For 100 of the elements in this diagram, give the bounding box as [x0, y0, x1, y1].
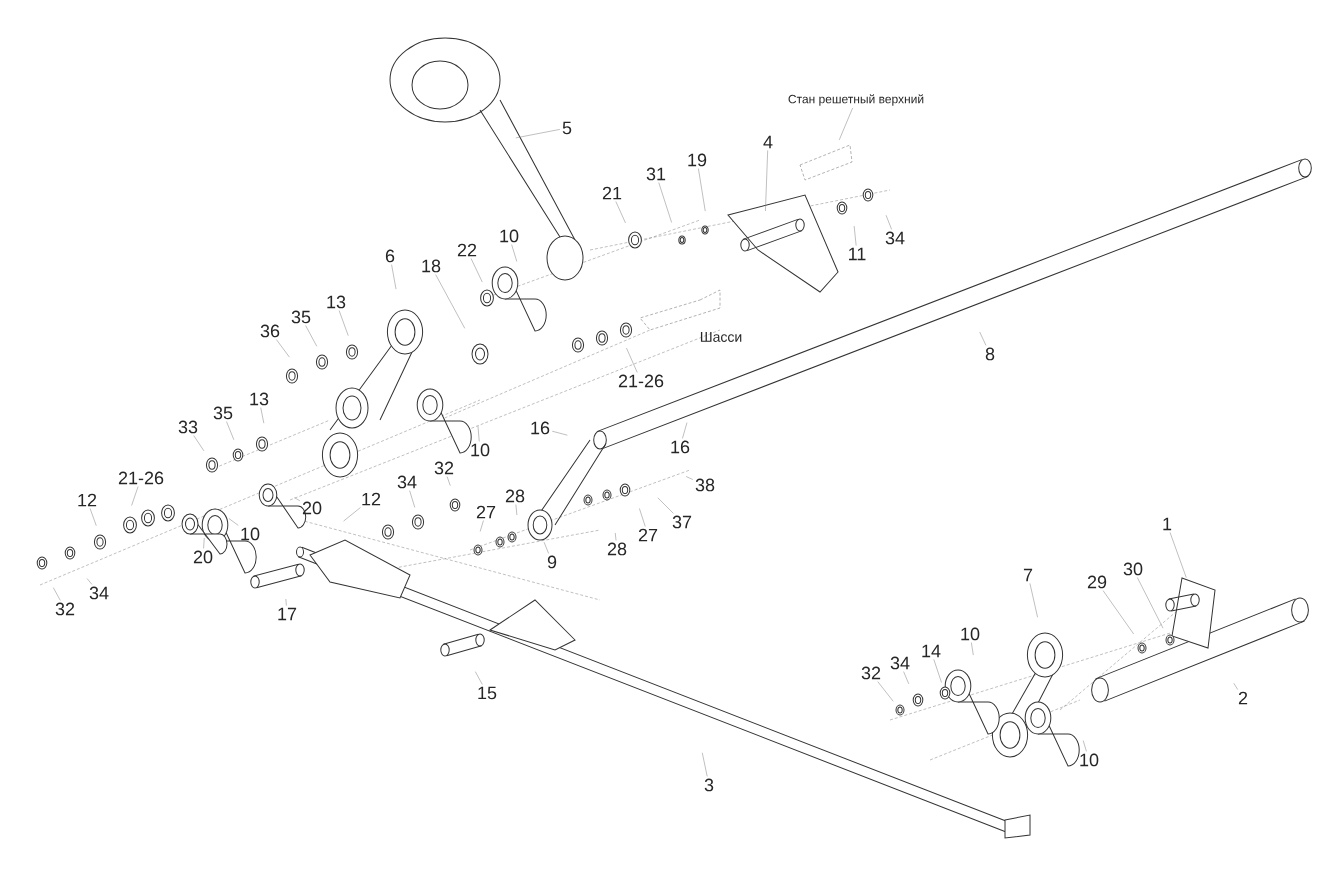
callout-number: 35 [213, 406, 233, 420]
leader-line [685, 476, 694, 480]
callout-number: 16 [531, 421, 550, 435]
leader-line [702, 752, 708, 777]
leader-line [853, 225, 857, 246]
leader-line [446, 476, 451, 486]
callout-number: 34 [89, 586, 109, 600]
callout-number: 29 [1087, 575, 1107, 589]
leader-line [511, 244, 518, 262]
leader-line [639, 508, 646, 527]
leader-line [979, 331, 987, 346]
callout-number: 32 [55, 602, 75, 616]
leader-line [515, 129, 561, 139]
callout-number: 35 [291, 310, 311, 324]
leader-line [971, 642, 974, 656]
callout-number: 8 [985, 347, 995, 361]
callout-number: 7 [1023, 568, 1033, 582]
leader-line [1102, 590, 1134, 635]
callout-number: 4 [763, 135, 773, 149]
callout-number: 11 [849, 247, 866, 261]
leader-line [86, 578, 93, 585]
callout-number: 18 [422, 259, 441, 273]
leader-line [338, 310, 349, 336]
leader-line [626, 347, 638, 373]
leader-line [228, 518, 239, 526]
leader-line [409, 490, 416, 508]
leader-line [475, 671, 483, 685]
callout-number: 22 [457, 243, 477, 257]
callout-number: 32 [861, 666, 881, 680]
leader-line [682, 422, 688, 439]
callout-number: 34 [885, 231, 905, 245]
callout-number: 12 [78, 493, 97, 507]
leader-line [470, 258, 483, 283]
leader-line [657, 497, 674, 514]
callout-number: 20 [302, 501, 322, 515]
leader-line [515, 504, 518, 516]
leader-line [839, 107, 853, 141]
leader-line [479, 520, 484, 532]
callout-number: 10 [500, 229, 519, 243]
callout-number: 27 [638, 528, 658, 542]
callout-number: 37 [672, 515, 692, 529]
callout-number: 10 [961, 627, 980, 641]
leader-line [285, 598, 287, 606]
leader-line [294, 497, 301, 501]
callout-number: 2 [1238, 691, 1248, 705]
callout-number: 34 [397, 475, 417, 489]
leader-line [658, 182, 672, 223]
leader-line [260, 407, 265, 424]
leader-line [1029, 583, 1038, 618]
callout-number: 32 [434, 461, 454, 475]
callout-number: 33 [178, 420, 198, 434]
leader-line [226, 421, 235, 441]
callout-number: 3 [704, 778, 714, 792]
leader-line [877, 681, 894, 702]
leader-line [1137, 577, 1164, 629]
callout-number: 5 [562, 121, 572, 135]
leader-line [53, 587, 61, 601]
leader-line [1233, 683, 1238, 690]
callout-number: 34 [890, 656, 910, 670]
callout-number: 38 [695, 478, 715, 492]
leader-line [89, 508, 97, 526]
callout-number: 1 [1163, 517, 1172, 531]
leader-line [343, 507, 361, 522]
callout-number: 12 [362, 492, 381, 506]
callout-number: 10 [1080, 753, 1099, 767]
leader-line [305, 325, 318, 347]
callout-number: 10 [471, 443, 490, 457]
leader-line [903, 671, 909, 685]
leader-line [551, 430, 568, 436]
leader-line [391, 264, 397, 290]
leader-line [477, 425, 480, 442]
leader-line [698, 168, 706, 212]
callout-number: 20 [193, 550, 213, 564]
leader-line [765, 150, 768, 212]
callout-number: 31 [646, 167, 666, 181]
leader-line [1169, 532, 1187, 578]
leader-line [276, 339, 290, 358]
leader-line [131, 486, 139, 506]
callout-number: 28 [505, 489, 525, 503]
callout-number: 14 [922, 644, 941, 658]
leader-line [885, 215, 892, 230]
leader-line [933, 659, 942, 683]
part-label: Стан решетный верхний [788, 94, 924, 106]
callout-number: 27 [476, 505, 496, 519]
callout-number: 21-26 [118, 471, 164, 485]
callout-number: 21-26 [618, 374, 664, 388]
leader-line [615, 532, 617, 541]
callout-number: 21 [602, 186, 622, 200]
callout-number: 9 [547, 555, 557, 569]
callout-number: 28 [607, 542, 627, 556]
callout-number: 19 [688, 153, 707, 167]
callout-number: 36 [260, 324, 280, 338]
leader-line [1082, 740, 1087, 752]
leader-line [203, 537, 205, 549]
callout-number: 30 [1123, 562, 1143, 576]
callout-number: 10 [241, 527, 260, 541]
leader-line [435, 274, 465, 329]
leader-line [193, 435, 205, 452]
leader-line [615, 201, 626, 224]
callout-number: 15 [478, 686, 497, 700]
